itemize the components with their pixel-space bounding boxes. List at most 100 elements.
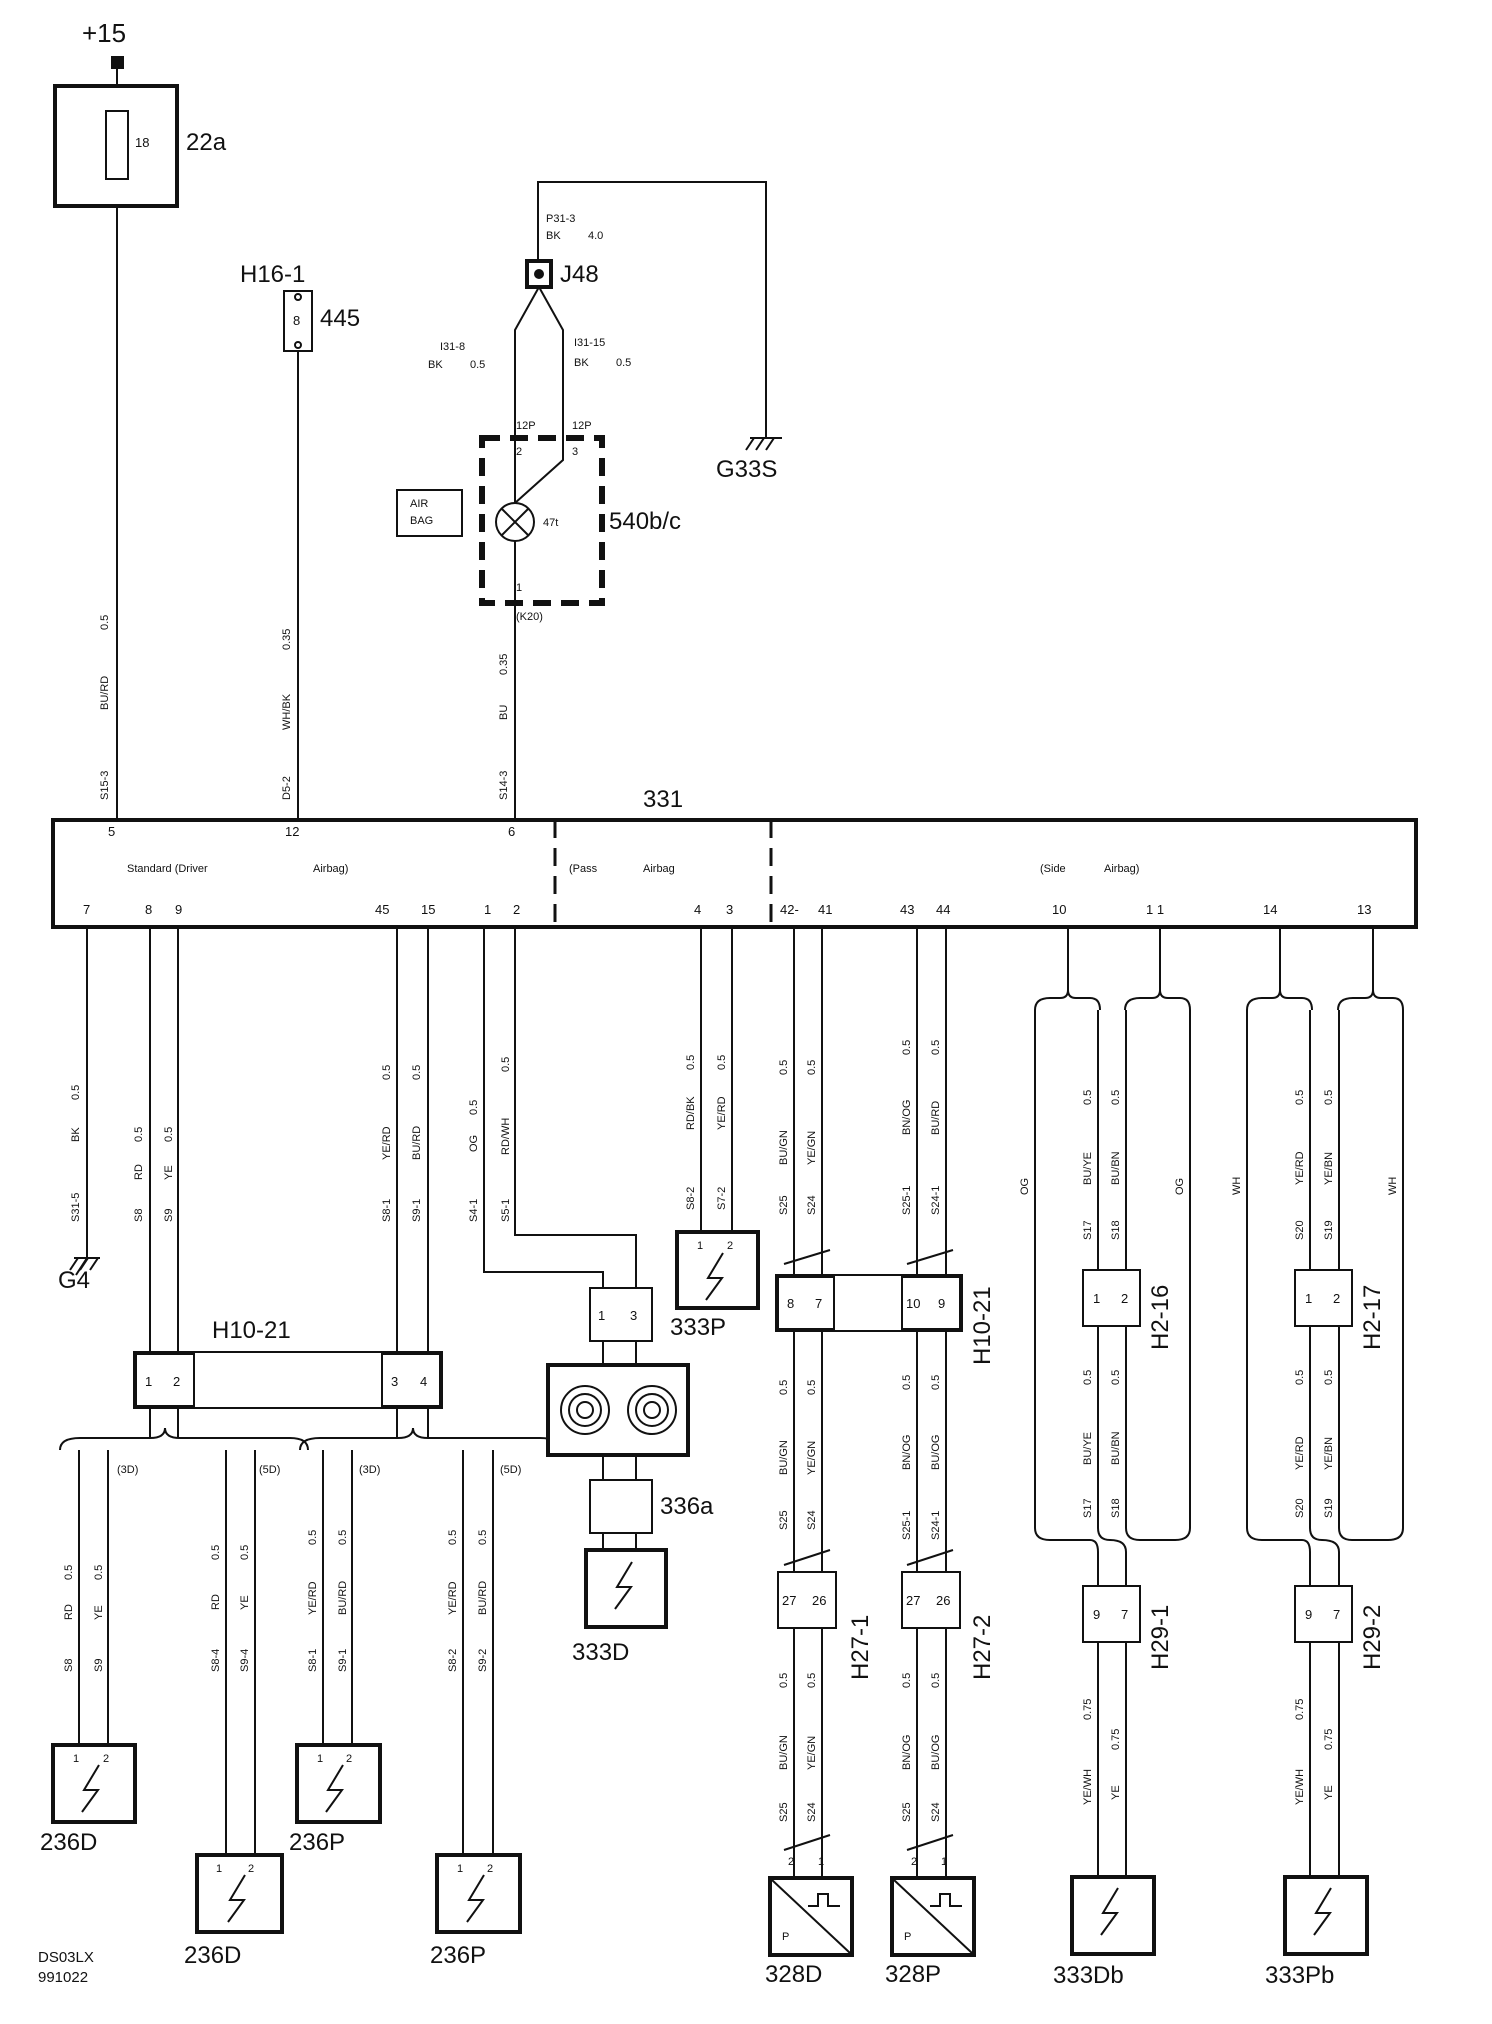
squib-box (51, 1743, 137, 1824)
wire-color: BN/OG (901, 1735, 913, 1770)
wire-size: 0.5 (930, 1040, 942, 1055)
wire-color: BU/BN (1110, 1431, 1122, 1465)
module-pin: 10 (1052, 902, 1066, 917)
j48-left-wire: I31-8 (440, 341, 465, 353)
wire-code: S7-2 (716, 1187, 728, 1210)
wire-label-group: 0.75 YE/WH 0.75 YE (1082, 1699, 1122, 1805)
squib-pin: 1 (457, 1863, 463, 1875)
module-pin: 14 (1263, 902, 1277, 917)
lamp-ref: (K20) (516, 611, 543, 623)
wire-side-left-mid (1097, 1326, 1127, 1528)
wire-color: BU/RD (337, 1581, 349, 1615)
module-section-label: (Pass (569, 863, 598, 875)
squib-pin: 2 (103, 1753, 109, 1765)
connector-pin: 4 (420, 1374, 427, 1389)
connector-pin: 1 (1305, 1291, 1312, 1306)
wire-color: BU/RD (477, 1581, 489, 1615)
wire-color: YE/WH (1082, 1769, 1094, 1805)
h10-21-left-id: H10-21 (212, 1317, 291, 1344)
wire-code: S8 (133, 1209, 145, 1222)
wire-label-group: 0.5 BU/GN S25 0.5 YE/GN S24 0.5 BN/OG S2… (778, 1673, 942, 1822)
ground-icon (69, 1257, 100, 1271)
wire-driver-bundle (149, 927, 429, 1352)
wire-code: S31-5 (70, 1193, 82, 1222)
connector-pin: 7 (815, 1296, 822, 1311)
wire-333p (700, 927, 733, 1232)
squib-label: 236D (40, 1829, 97, 1856)
lightning-icon (466, 1874, 485, 1923)
wire-size: 0.5 (1082, 1090, 1094, 1105)
module-section-label: Airbag) (1104, 863, 1139, 875)
j48-top-wire: P31-3 (546, 213, 575, 225)
wire-336a-out (602, 1455, 637, 1480)
wire-color: OG (468, 1135, 480, 1152)
module-pin: 7 (83, 902, 90, 917)
fuse-icon (105, 110, 129, 180)
wire-size: 0.5 (133, 1127, 145, 1142)
squib-333db (1070, 1875, 1156, 1956)
j48-top-color: BK (546, 230, 561, 242)
wire-size: 0.5 (901, 1375, 913, 1390)
wire-side-left-top (1067, 927, 1161, 990)
wire-pass-336a (483, 927, 637, 1288)
connector-pin: 8 (787, 1296, 794, 1311)
module-pin: 4 (694, 902, 701, 917)
squib-333d (584, 1548, 668, 1629)
wire-code: S18 (1110, 1220, 1122, 1240)
supply-terminal (111, 56, 124, 69)
splice-dot-icon (534, 269, 544, 279)
h16-pin: 8 (293, 313, 300, 328)
brace-left-icon (59, 1427, 309, 1451)
connector-pin: 3 (630, 1308, 637, 1323)
h27-2-connector (901, 1571, 961, 1629)
wire-code: S8-2 (447, 1649, 459, 1672)
connector-pin: 9 (1093, 1607, 1100, 1622)
squib-pin: 2 (727, 1240, 733, 1252)
brace-icon (1246, 989, 1313, 1011)
squib-236d-b: 1 2 236D (184, 1853, 284, 1969)
lightning-icon (614, 1561, 633, 1610)
wire-color: BU (498, 705, 510, 720)
airbag-label-line1: AIR (410, 498, 428, 510)
wire-color: BU/GN (778, 1735, 790, 1770)
h29-2-connector (1294, 1585, 1353, 1643)
brace-icon (1124, 989, 1191, 1011)
pin-dot-icon (294, 293, 302, 301)
brace-icon (1034, 989, 1101, 1011)
h27-1-connector (777, 1571, 837, 1629)
wire-color: YE/RD (716, 1096, 728, 1130)
wire-color: RD/BK (685, 1096, 697, 1130)
wire-size: 0.35 (281, 629, 293, 650)
module-pin: 44 (936, 902, 950, 917)
footer-code: DS03LX (38, 1949, 94, 1966)
squib-236p-b: 1 2 236P (430, 1853, 522, 1969)
label-3d: (3D) (359, 1464, 380, 1476)
wire-color: BU/YE (1082, 1432, 1094, 1465)
wire-color: BU/RD (411, 1126, 423, 1160)
wire-label-group: 0.75 YE/WH 0.75 YE (1294, 1699, 1335, 1805)
wire-code: S24 (930, 1802, 942, 1822)
pretensioner-diagonal (893, 1879, 973, 1954)
wire-code: S24 (806, 1510, 818, 1530)
lamp-cross-icon (501, 508, 529, 536)
brace-icon (1337, 989, 1404, 1011)
wire-size: 0.35 (498, 654, 510, 675)
wire-code: S8-1 (307, 1649, 319, 1672)
wire-code: D5-2 (281, 776, 293, 800)
wire-code: S8-2 (685, 1187, 697, 1210)
squib-box (435, 1853, 522, 1934)
label-3d: (3D) (117, 1464, 138, 1476)
wire-size: 0.5 (1294, 1090, 1306, 1105)
wire-code: S20 (1294, 1498, 1306, 1518)
side-outer-label: WH (1387, 1177, 1399, 1195)
module-pin: 9 (175, 902, 182, 917)
wire-color: YE/GN (806, 1441, 818, 1475)
fuse-id: 22a (186, 129, 227, 156)
wire-label-group: 0.5 RD S8 0.5 YE S9 0.5 RD S8-4 0.5 YE S… (63, 1530, 489, 1672)
squib-box (295, 1743, 382, 1824)
wire-size: 0.5 (500, 1057, 512, 1072)
module-pin: 42- (780, 902, 799, 917)
connector-pin: 3 (391, 1374, 398, 1389)
squib-pin: 1 (317, 1753, 323, 1765)
module-pin: 45 (375, 902, 389, 917)
